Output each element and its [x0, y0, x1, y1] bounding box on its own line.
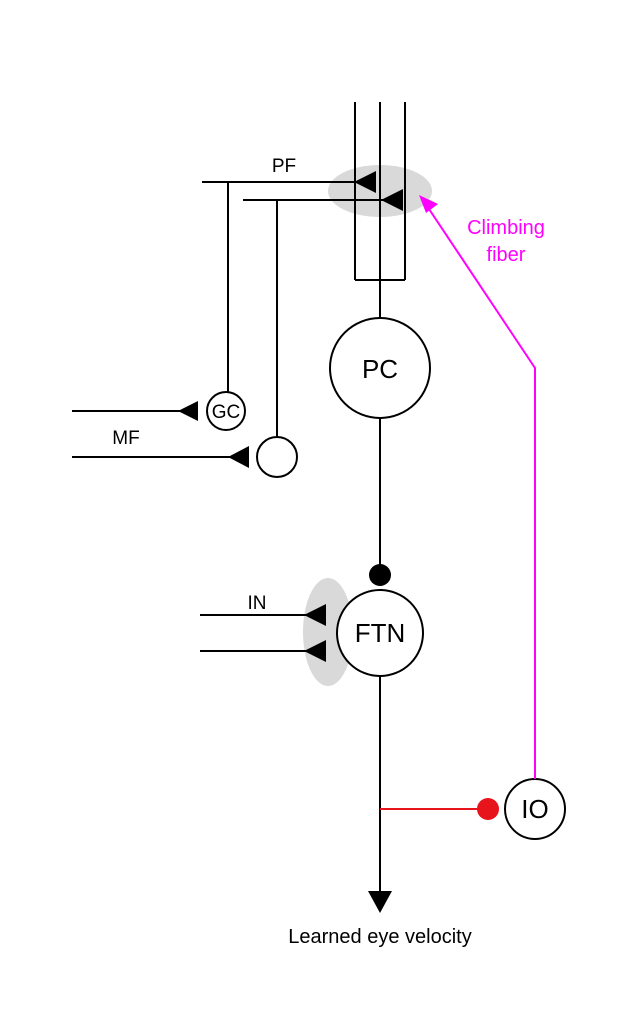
climbing-fiber-label-line2: fiber: [487, 244, 526, 266]
climbing-fiber-line: [424, 202, 536, 779]
granule-cell-node: [256, 436, 298, 478]
pc-dendrites: [354, 102, 406, 318]
mossy-fibers: [72, 410, 240, 458]
output-arrow: [368, 891, 392, 913]
parallel-fibers: [202, 181, 384, 437]
ftn-label: FTN: [355, 618, 406, 648]
mf-cell-synapse-arrow: [228, 446, 249, 468]
climbing-fiber-label-line1: Climbing: [467, 217, 545, 239]
mf-label: MF: [112, 428, 139, 449]
mf-gc-synapse-arrow: [178, 401, 198, 421]
io-inhibitory-terminal: [477, 798, 499, 820]
in-inputs: [200, 614, 310, 652]
in-label: IN: [248, 593, 267, 614]
pf-synapse-arrow-1: [354, 171, 376, 193]
pc-ftn-inhibitory-terminal: [369, 564, 391, 586]
in-synapse-arrow-2: [304, 640, 326, 662]
gc-label: GC: [212, 402, 241, 423]
io-label: IO: [521, 794, 548, 824]
pf-label: PF: [272, 156, 296, 177]
output-label: Learned eye velocity: [288, 926, 471, 948]
pc-label: PC: [362, 354, 398, 384]
pf-synapse-arrow-2: [381, 189, 403, 211]
ftn-input-shading: [303, 578, 353, 686]
in-synapse-arrow-1: [304, 604, 326, 626]
gc-node: [206, 391, 246, 431]
climbing-fiber-arrowhead: [419, 195, 438, 213]
